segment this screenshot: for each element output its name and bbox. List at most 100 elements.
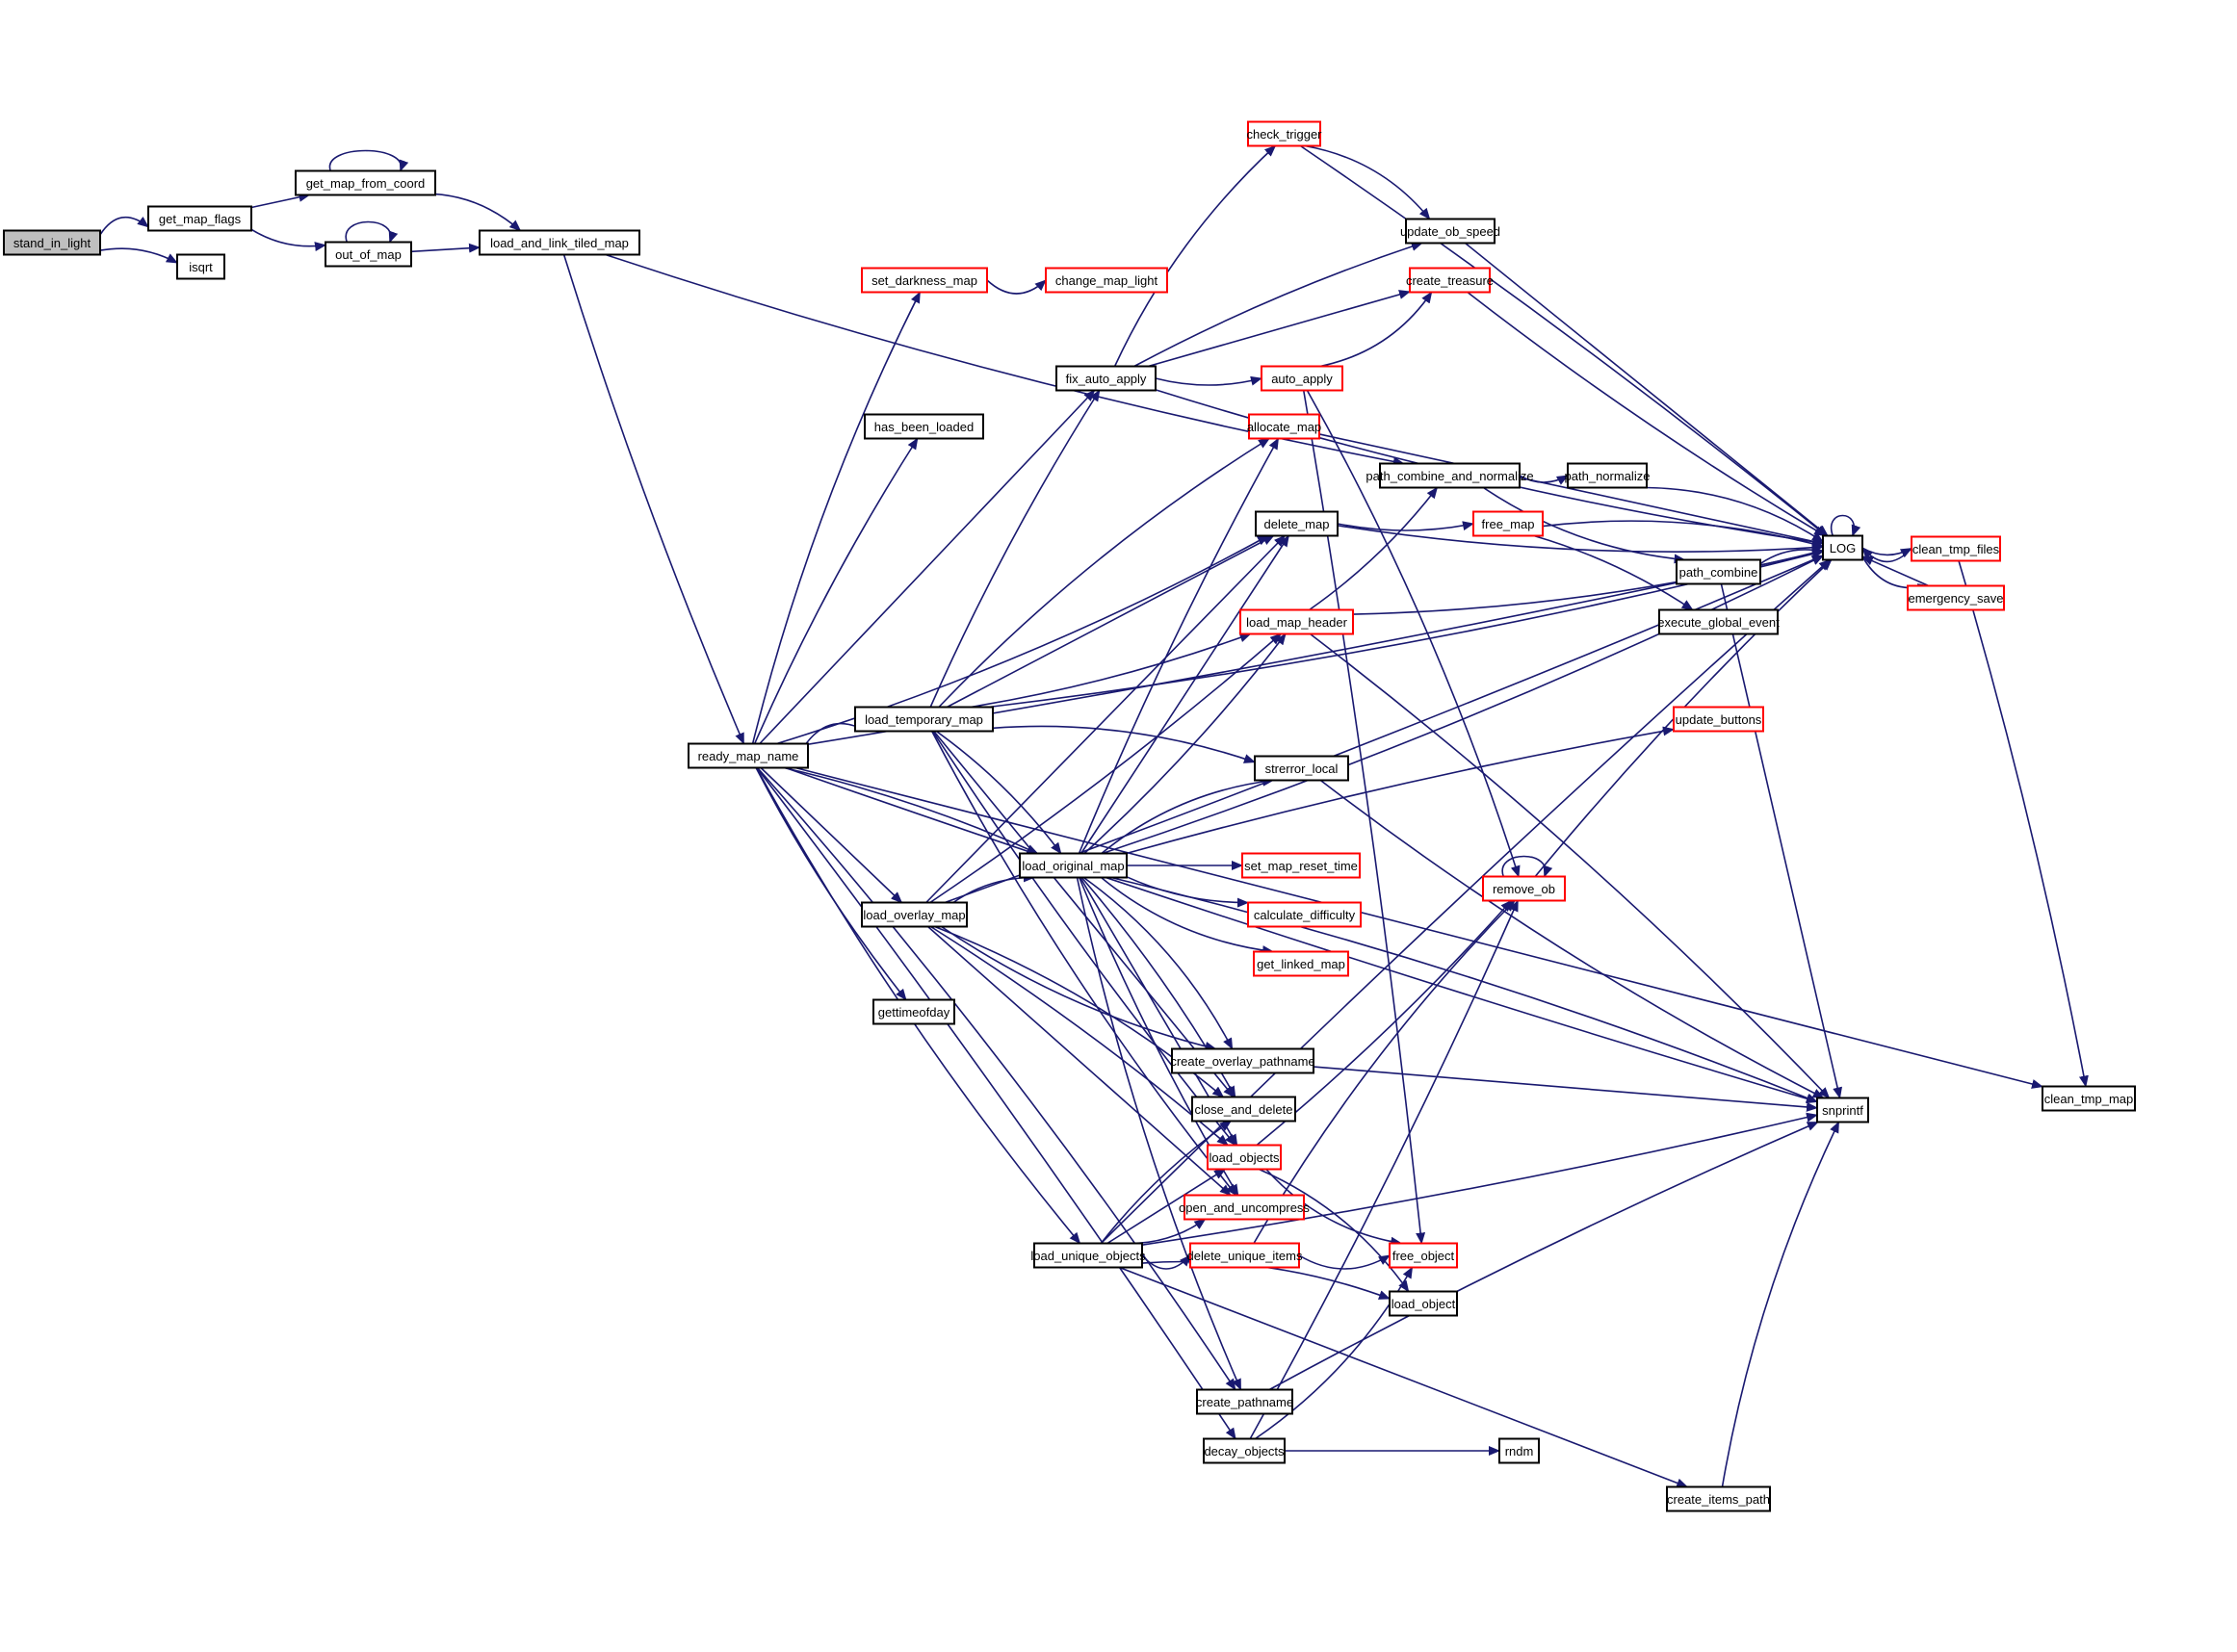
node-label: path_combine — [1679, 565, 1758, 580]
edge-get_map_flags-to-get_map_from_coord — [250, 192, 311, 209]
edge-free_map-to-log — [1542, 520, 1824, 549]
edge-path — [930, 925, 1229, 1147]
node-create-pathname[interactable]: create_pathname — [1196, 1388, 1293, 1415]
edge-load_overlay_map-to-open_and_uncompress — [927, 925, 1232, 1197]
node-set-map-reset-time[interactable]: set_map_reset_time — [1241, 852, 1361, 879]
node-set-darkness-map[interactable]: set_darkness_map — [861, 267, 988, 294]
edge-path — [753, 437, 919, 744]
node-box — [176, 253, 225, 280]
node-box — [864, 413, 984, 440]
node-box — [1241, 852, 1361, 879]
node-open-and-uncompress[interactable]: open_and_uncompress — [1179, 1194, 1310, 1221]
node-path-combine[interactable]: path_combine — [1676, 558, 1761, 585]
edge-create_overlay_pathname-to-snprintf — [1313, 1066, 1818, 1112]
node-free-map[interactable]: free_map — [1472, 510, 1544, 537]
node-stand-in-light[interactable]: stand_in_light — [3, 229, 101, 256]
node-free-object[interactable]: free_object — [1389, 1242, 1458, 1269]
node-delete-unique-items[interactable]: delete_unique_items — [1187, 1242, 1303, 1269]
node-calculate-difficulty[interactable]: calculate_difficulty — [1247, 901, 1362, 928]
edge-path — [1133, 242, 1423, 368]
node-remove-ob[interactable]: remove_ob — [1482, 875, 1566, 902]
node-get-linked-map[interactable]: get_linked_map — [1253, 950, 1349, 977]
node-box — [295, 169, 436, 196]
node-create-items-path[interactable]: create_items_path — [1666, 1485, 1771, 1512]
edge-path — [946, 534, 1275, 709]
edge-load_temporary_map-to-fix_auto_apply — [929, 389, 1101, 708]
edge-remove_ob-to-remove_ob — [1501, 855, 1553, 878]
node-get-map-flags[interactable]: get_map_flags — [147, 205, 252, 232]
edge-path — [250, 192, 311, 209]
node-change-map-light[interactable]: change_map_light — [1045, 267, 1168, 294]
edge-path — [933, 730, 1235, 1098]
node-box — [1907, 584, 2005, 611]
node-load-temporary-map[interactable]: load_temporary_map — [854, 706, 994, 733]
node-has-been-loaded[interactable]: has_been_loaded — [864, 413, 984, 440]
node-label: create_items_path — [1667, 1492, 1770, 1507]
node-box — [688, 742, 809, 769]
edge-auto_apply-to-remove_ob — [1306, 390, 1521, 878]
node-decay-objects[interactable]: decay_objects — [1203, 1437, 1286, 1464]
node-gettimeofday[interactable]: gettimeofday — [872, 998, 955, 1025]
edge-log-to-clean_tmp_files — [1861, 547, 1912, 558]
edge-get_map_from_coord-to-get_map_from_coord — [328, 149, 409, 172]
node-allocate-map[interactable]: allocate_map — [1247, 413, 1321, 440]
node-strerror-local[interactable]: strerror_local — [1254, 755, 1349, 782]
node-create-treasure[interactable]: create_treasure — [1406, 267, 1494, 294]
edge-load_and_link_tiled_map-to-path_combine_and_normalize — [605, 253, 1405, 467]
node-label: update_ob_speed — [1400, 224, 1500, 239]
node-isqrt[interactable]: isqrt — [176, 253, 225, 280]
node-auto-apply[interactable]: auto_apply — [1261, 365, 1343, 392]
edge-allocate_map-to-log — [1318, 433, 1824, 547]
node-box — [3, 229, 101, 256]
node-fix-auto-apply[interactable]: fix_auto_apply — [1055, 365, 1157, 392]
edge-path — [992, 725, 1256, 763]
node-path-combine-and-normalize[interactable]: path_combine_and_normalize — [1366, 462, 1534, 489]
node-snprintf[interactable]: snprintf — [1816, 1097, 1869, 1123]
node-close-and-delete[interactable]: close_and_delete — [1191, 1096, 1296, 1123]
node-load-overlay-map[interactable]: load_overlay_map — [861, 901, 968, 928]
node-path-normalize[interactable]: path_normalize — [1565, 462, 1651, 489]
node-box — [1911, 535, 2001, 562]
node-box — [1247, 901, 1362, 928]
edge-path — [1542, 520, 1824, 549]
edge-set_darkness_map-to-change_map_light — [986, 279, 1047, 295]
node-update-ob-speed[interactable]: update_ob_speed — [1400, 218, 1500, 245]
node-load-object[interactable]: load_object — [1389, 1290, 1458, 1317]
node-check-trigger[interactable]: check_trigger — [1246, 120, 1322, 147]
edge-path_combine-to-snprintf — [1720, 583, 1843, 1099]
node-clean-tmp-files[interactable]: clean_tmp_files — [1911, 535, 2001, 562]
edge-path — [1106, 1168, 1226, 1245]
edge-path — [1265, 1168, 1403, 1247]
edge-path — [1861, 555, 1930, 587]
node-create-overlay-pathname[interactable]: create_overlay_pathname — [1170, 1047, 1315, 1074]
node-box — [1239, 608, 1354, 635]
node-ready-map-name[interactable]: ready_map_name — [688, 742, 809, 769]
node-load-and-link-tiled-map[interactable]: load_and_link_tiled_map — [479, 229, 640, 256]
node-clean-tmp-map[interactable]: clean_tmp_map — [2042, 1085, 2136, 1112]
node-load-original-map[interactable]: load_original_map — [1019, 852, 1128, 879]
node-label: ready_map_name — [698, 749, 799, 763]
edge-emergency_save-to-log — [1861, 555, 1930, 587]
node-label: load_original_map — [1022, 859, 1124, 873]
edge-path — [1861, 547, 1912, 563]
node-update-buttons[interactable]: update_buttons — [1673, 706, 1764, 733]
edge-path — [1337, 521, 1474, 531]
node-rndm[interactable]: rndm — [1498, 1437, 1540, 1464]
edge-path — [1304, 144, 1431, 220]
node-box — [1248, 413, 1320, 440]
node-get-map-from-coord[interactable]: get_map_from_coord — [295, 169, 436, 196]
node-emergency-save[interactable]: emergency_save — [1907, 584, 2005, 611]
node-load-objects[interactable]: load_objects — [1207, 1144, 1282, 1171]
edge-delete_unique_items-to-remove_ob — [1253, 899, 1516, 1244]
edge-path — [1319, 291, 1433, 368]
node-load-map-header[interactable]: load_map_header — [1239, 608, 1354, 635]
node-box — [1033, 1242, 1143, 1269]
node-execute-global-event[interactable]: execute_global_event — [1657, 608, 1780, 635]
edge-update_ob_speed-to-log — [1464, 242, 1829, 537]
node-load-unique-objects[interactable]: load_unique_objects — [1030, 1242, 1146, 1269]
node-delete-map[interactable]: delete_map — [1255, 510, 1339, 537]
node-box — [1247, 120, 1321, 147]
node-log[interactable]: LOG — [1822, 534, 1863, 561]
node-out-of-map[interactable]: out_of_map — [325, 241, 412, 268]
